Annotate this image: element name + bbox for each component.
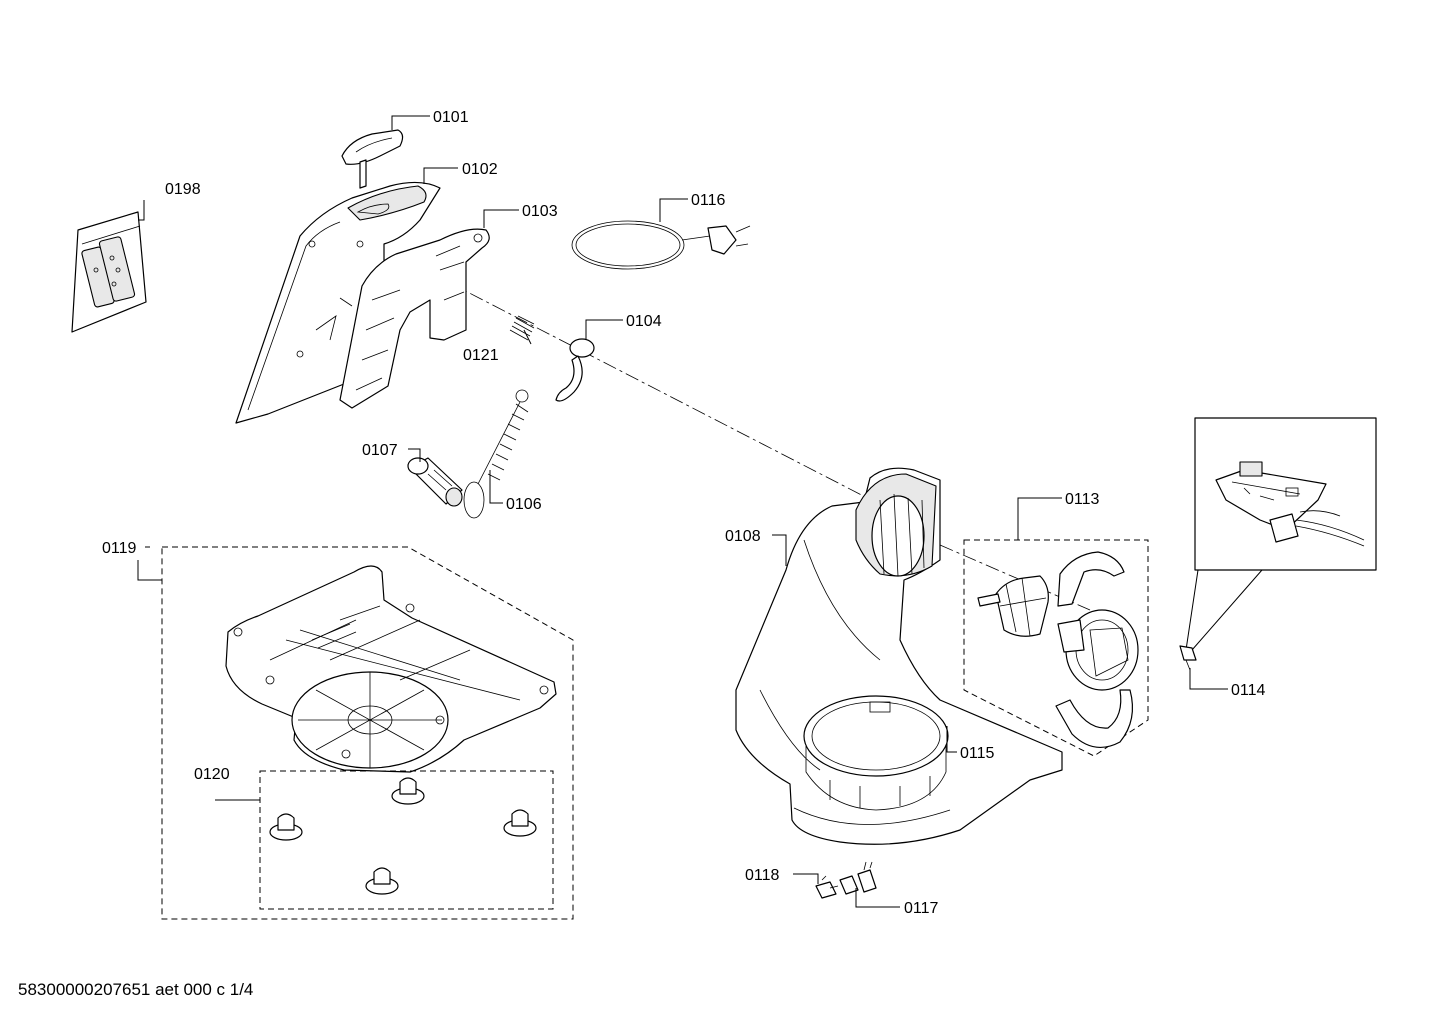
- part-0116-power-cord: [571, 220, 751, 270]
- label-0107: 0107: [362, 442, 398, 459]
- label-0121: 0121: [463, 347, 499, 364]
- part-0198-parts-bag: [71, 211, 147, 333]
- part-0117-connector: [839, 861, 877, 895]
- label-0114: 0114: [1231, 682, 1266, 699]
- part-0107-latch-cylinder: [407, 457, 463, 507]
- assembly-axis-line: [447, 281, 1091, 611]
- part-0113-gear-assembly: [963, 539, 1149, 757]
- document-reference-footer: 58300000207651 aet 000 c 1/4: [18, 980, 254, 999]
- part-0102-top-cover: [235, 181, 441, 424]
- part-0114-sensor: [1179, 417, 1377, 671]
- label-0119: 0119: [102, 540, 137, 557]
- label-0113: 0113: [1065, 491, 1100, 508]
- label-0120: 0120: [194, 766, 230, 783]
- part-0118-small-switch: [815, 875, 839, 899]
- part-0115-bowl-ring: [803, 695, 949, 811]
- label-0106: 0106: [506, 496, 542, 513]
- part-0119-base-plate: [161, 546, 574, 920]
- part-0121-small-spring: [509, 315, 535, 341]
- label-0118: 0118: [745, 867, 780, 884]
- label-0101: 0101: [433, 109, 469, 126]
- part-0106-long-spring: [463, 389, 529, 519]
- part-0104-hook: [555, 338, 595, 402]
- label-0104: 0104: [626, 313, 662, 330]
- label-0117: 0117: [904, 900, 939, 917]
- part-0108-main-body: [735, 467, 1063, 845]
- label-0198: 0198: [165, 181, 201, 198]
- label-0102: 0102: [462, 161, 498, 178]
- part-0120-rubber-feet: [259, 770, 554, 910]
- part-0101-lever-knob: [341, 129, 404, 189]
- label-0116: 0116: [691, 192, 726, 209]
- label-0108: 0108: [725, 528, 761, 545]
- leader-lines: [137, 115, 1228, 908]
- label-0115: 0115: [960, 745, 995, 762]
- label-0103: 0103: [522, 203, 558, 220]
- part-0103-inner-frame: [339, 228, 490, 409]
